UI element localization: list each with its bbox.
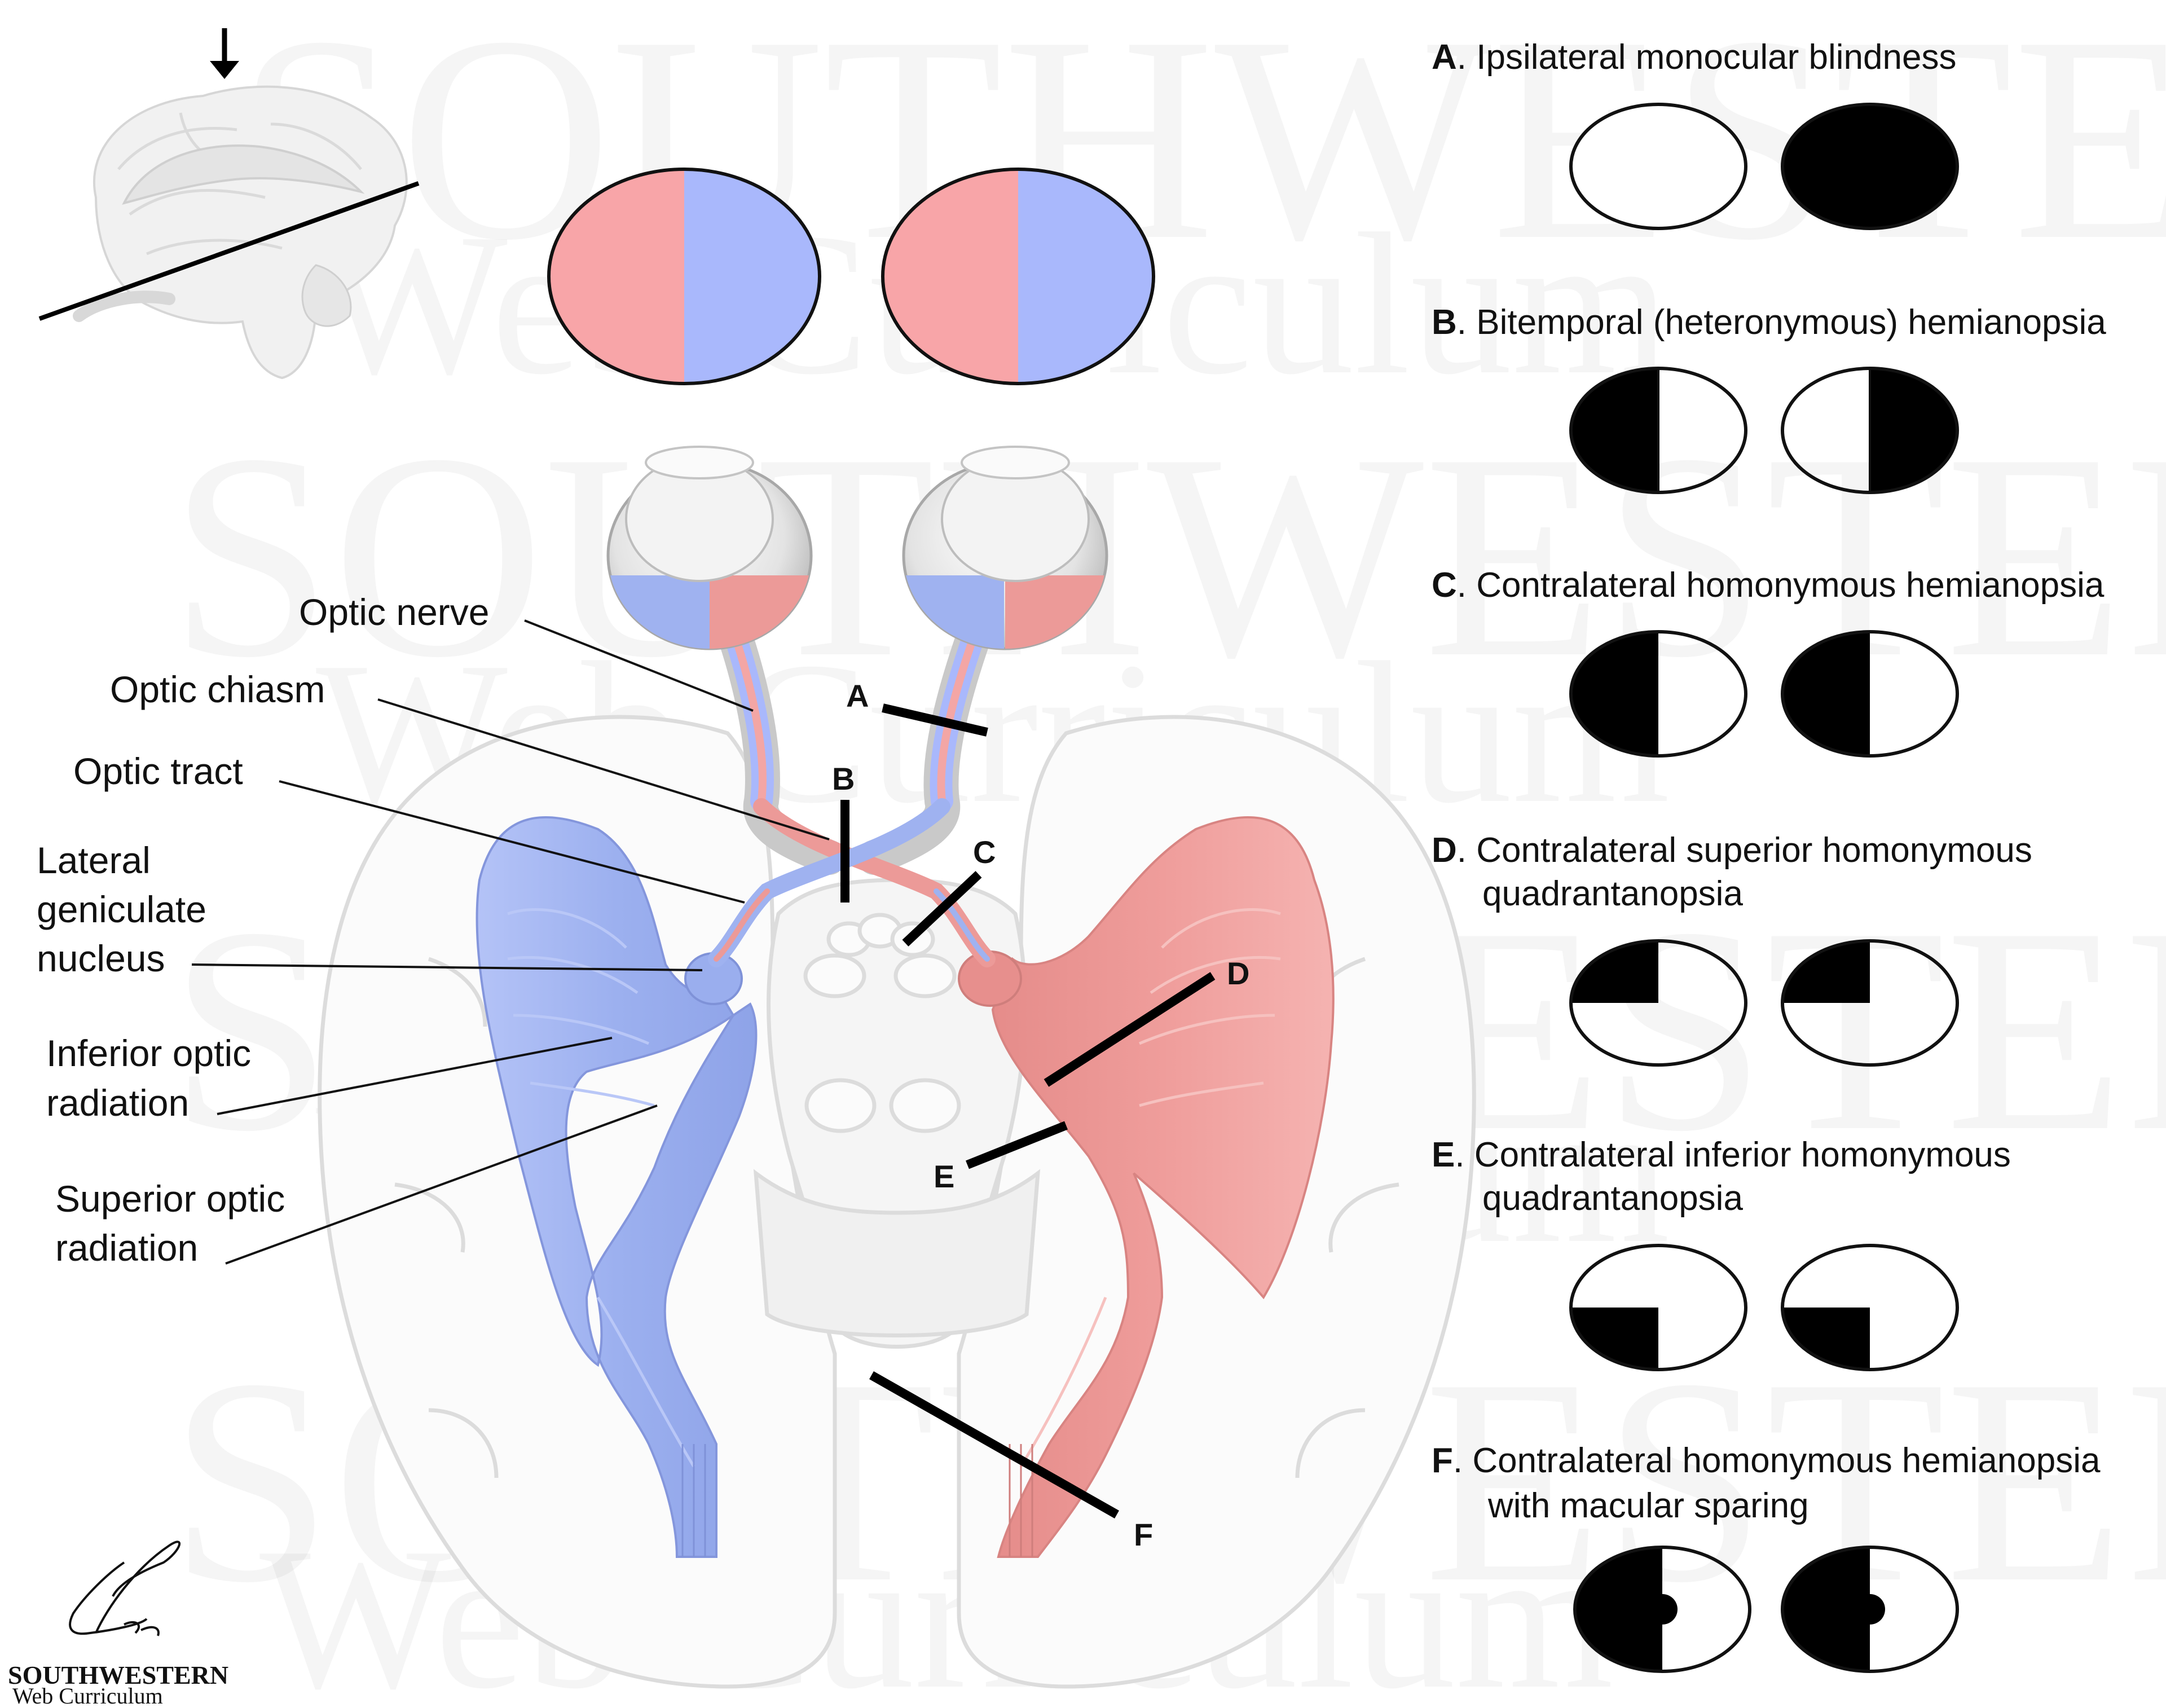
field-f-right-eye	[1781, 1546, 1959, 1673]
signature-mark	[69, 1540, 180, 1636]
deficit-fields-e	[1569, 1244, 1959, 1371]
label-lgn-line3: nucleus	[37, 937, 165, 979]
label-leader-lines	[191, 619, 830, 1265]
field-a-left-eye	[1569, 103, 1747, 230]
deficit-title-c: C. Contralateral homonymous hemianopsia	[1432, 566, 2105, 605]
deficit-subtitle-d: quadrantanopsia	[1482, 874, 1743, 913]
label-superior-radiation-line2: radiation	[55, 1227, 198, 1269]
label-optic-nerve: Optic nerve	[299, 591, 489, 633]
field-d-right-eye	[1781, 939, 1959, 1067]
lesion-marker-f: F	[1134, 1517, 1153, 1552]
southwestern-logo: SOUTHWESTERN Web Curriculum	[8, 1540, 228, 1708]
label-inferior-radiation-line1: Inferior optic	[46, 1032, 251, 1074]
deficit-fields-c	[1569, 630, 1959, 758]
lesion-marker-c: C	[973, 834, 996, 870]
right-eyeball	[902, 446, 1108, 650]
deficit-title-d: D. Contralateral superior homonymous	[1432, 831, 2032, 870]
lesion-marker-d: D	[1227, 956, 1249, 991]
section-plane-line	[38, 181, 420, 321]
logo-sub-text: Web Curriculum	[12, 1683, 163, 1708]
lesion-letters: A B C D E F	[832, 678, 1249, 1552]
deficit-subtitle-e: quadrantanopsia	[1482, 1179, 1743, 1218]
lesion-marker-b: B	[832, 761, 855, 796]
label-inferior-radiation-line2: radiation	[46, 1082, 189, 1124]
deficit-fields-f	[1573, 1546, 1959, 1673]
field-b-right-eye	[1781, 367, 1959, 494]
label-optic-tract: Optic tract	[73, 750, 243, 792]
brain-sagittal-inset	[38, 28, 420, 380]
field-c-left-eye	[1569, 630, 1747, 758]
label-lgn-line2: geniculate	[37, 888, 206, 930]
label-lgn-line1: Lateral	[37, 839, 151, 881]
field-a-right-eye	[1781, 103, 1959, 230]
left-eyeball	[606, 446, 813, 650]
deficit-titles: A. Ipsilateral monocular blindness B. Bi…	[1432, 38, 2106, 1525]
deficit-fields-d	[1569, 939, 1959, 1067]
field-e-right-eye	[1781, 1244, 1959, 1371]
lesion-line-d	[1044, 972, 1216, 1087]
label-optic-chiasm: Optic chiasm	[110, 668, 325, 710]
structure-labels: Optic nerve Optic chiasm Optic tract Lat…	[37, 591, 489, 1269]
deficit-title-e: E. Contralateral inferior homonymous	[1432, 1135, 2011, 1174]
right-optic-radiation	[958, 816, 1335, 1558]
deficit-title-b: B. Bitemporal (heteronymous) hemianopsia	[1432, 303, 2106, 342]
field-f-left-eye	[1573, 1546, 1751, 1673]
field-e-left-eye	[1569, 1244, 1747, 1371]
deficit-subtitle-f: with macular sparing	[1487, 1486, 1809, 1525]
deficit-fields-a	[1569, 103, 1959, 230]
lesion-line-c	[902, 871, 982, 947]
lesion-lines	[840, 703, 1216, 1518]
left-optic-radiation	[476, 816, 758, 1558]
deficit-title-a: A. Ipsilateral monocular blindness	[1432, 38, 1956, 77]
field-b-left-eye	[1569, 367, 1747, 494]
deficit-fields-b	[1569, 367, 1959, 494]
logo-main-text: SOUTHWESTERN	[8, 1661, 228, 1689]
field-c-right-eye	[1781, 630, 1959, 758]
field-d-left-eye	[1569, 939, 1747, 1067]
label-superior-radiation-line1: Superior optic	[55, 1178, 285, 1220]
lesion-line-a	[882, 703, 988, 737]
lesion-marker-a: A	[846, 678, 869, 714]
lesion-line-f	[869, 1371, 1119, 1518]
visual-field-right-eye	[881, 168, 1155, 385]
visual-field-left-eye	[547, 168, 821, 385]
deficit-title-f: F. Contralateral homonymous hemianopsia	[1432, 1441, 2101, 1480]
lesion-marker-e: E	[934, 1159, 954, 1194]
view-arrow-head	[210, 61, 239, 79]
lesion-line-e	[966, 1121, 1068, 1169]
